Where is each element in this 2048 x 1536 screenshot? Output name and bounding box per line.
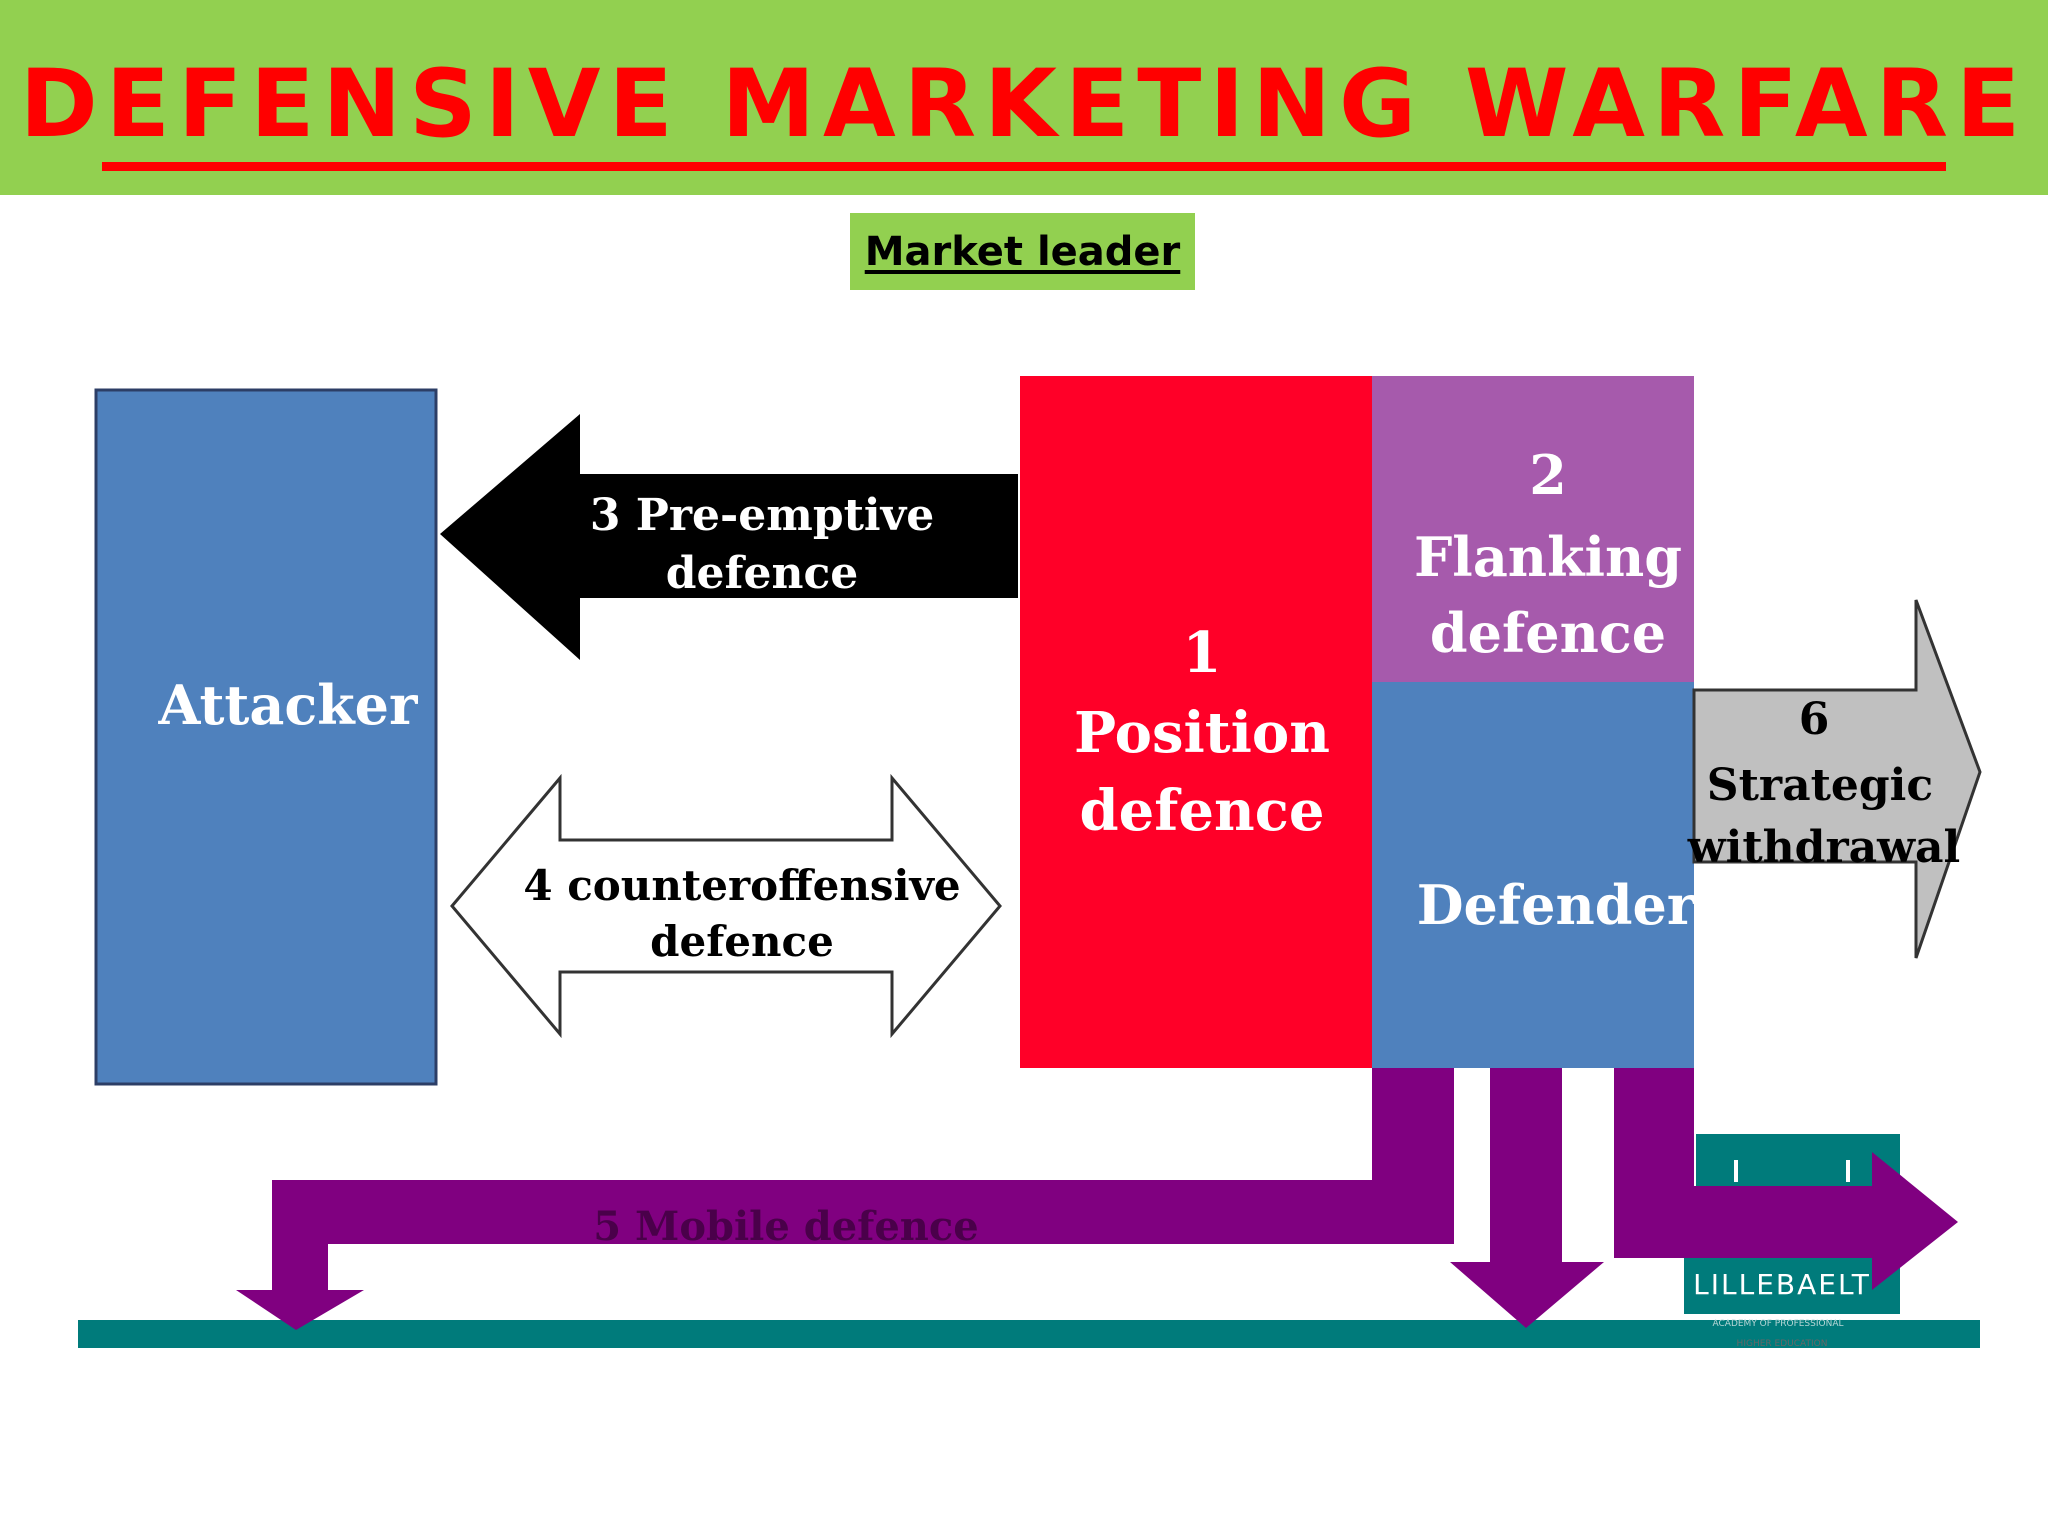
- logo-tagline-2: HIGHER EDUCATION: [1737, 1339, 1828, 1349]
- attacker-label: Attacker: [158, 673, 418, 737]
- preemptive-arrow: [440, 414, 1018, 660]
- logo-tick-2: [1846, 1160, 1850, 1182]
- position-defence-box: [1020, 376, 1372, 1068]
- defender-label: Defender: [1417, 873, 1696, 937]
- mobile-defence-arrow-down: [1450, 1068, 1604, 1328]
- counteroffensive-arrow: [450, 773, 1002, 1039]
- mobile-defence-arrow-right: [1614, 1068, 1958, 1290]
- attacker-box: [94, 388, 438, 1086]
- position-label-line3: defence: [1080, 778, 1325, 844]
- withdrawal-label-line3: withdrawal: [1687, 822, 1960, 873]
- mobile-defence-arrow-left: [236, 1068, 1454, 1330]
- logo-name-block: [1684, 1254, 1900, 1314]
- baseline-bar: [78, 1320, 1980, 1348]
- withdrawal-label-line1: 6: [1799, 694, 1830, 745]
- position-label-line2: Position: [1074, 700, 1330, 766]
- preemptive-label-line1: 3 Pre-emptive: [590, 490, 934, 541]
- withdrawal-label-line2: Strategic: [1707, 760, 1933, 811]
- strategic-withdrawal-arrow: [1692, 599, 1982, 959]
- flanking-label-line2: Flanking: [1414, 525, 1682, 589]
- defender-box: [1372, 682, 1694, 1068]
- logo-tagline-1: ACADEMY OF PROFESSIONAL: [1713, 1319, 1844, 1329]
- position-label-line1: 1: [1183, 620, 1222, 686]
- flanking-label-line1: 2: [1529, 443, 1567, 507]
- title-underline: [102, 162, 1946, 171]
- mobile-defence-label: 5 Mobile defence: [593, 1203, 978, 1250]
- counteroffensive-label-line2: defence: [650, 917, 834, 966]
- preemptive-label-line2: defence: [666, 548, 858, 599]
- logo-tick-1: [1734, 1160, 1738, 1182]
- subtitle-market-leader: Market leader: [850, 213, 1195, 290]
- flanking-label-line3: defence: [1430, 601, 1666, 665]
- flanking-defence-box: [1372, 376, 1694, 682]
- counteroffensive-label-line1: 4 counteroffensive: [523, 861, 960, 910]
- page-title: DEFENSIVE MARKETING WARFARE: [19, 50, 2029, 159]
- logo-name: LILLEBAELT: [1693, 1268, 1871, 1301]
